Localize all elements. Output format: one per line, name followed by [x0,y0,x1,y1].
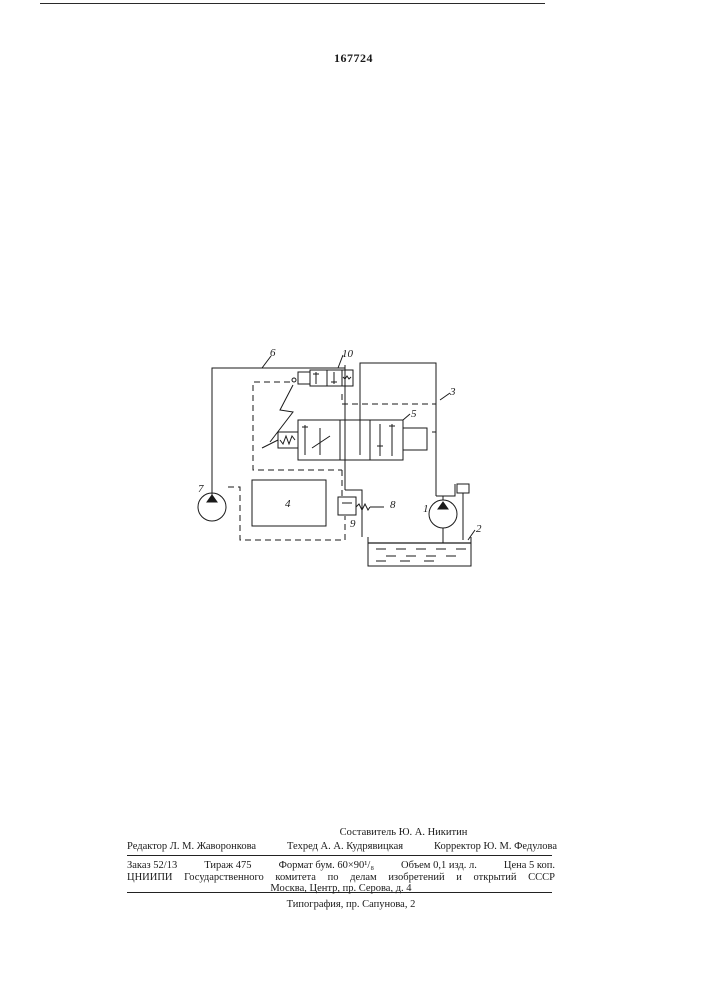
valve-9 [338,497,384,515]
control-link [270,385,293,442]
tank-2 [368,537,471,566]
address-line: Москва, Центр, пр. Серова, д. 4 [127,882,555,895]
filter [457,484,469,493]
line-3 [360,363,436,496]
label-7: 7 [198,483,204,495]
label-9: 9 [350,518,356,530]
control-enclosure [228,382,436,540]
editors-line: Редактор Л. М. Жаворонкова Техред А. А. … [127,840,557,853]
corrector: Корректор Ю. М. Федулова [434,840,557,853]
footer-rule-bottom [127,892,552,893]
label-3: 3 [449,386,456,398]
techred: Техред А. А. Кудрявицкая [287,840,403,853]
compiler-line: Составитель Ю. А. Никитин [0,826,707,839]
label-4: 4 [285,498,291,510]
label-8: 8 [390,499,396,511]
printer-line: Типография, пр. Сапунова, 2 [127,898,555,911]
label-5: 5 [411,408,417,420]
label-6: 6 [270,347,276,359]
valve-10 [292,370,353,386]
label-2: 2 [476,523,482,535]
editor: Редактор Л. М. Жаворонкова [127,840,256,853]
label-1: 1 [423,503,429,515]
label-10: 10 [342,348,354,360]
footer-rule-top [127,855,552,856]
